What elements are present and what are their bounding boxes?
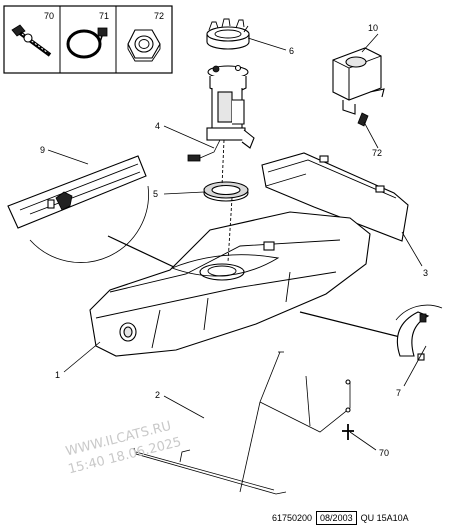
detail-magnifier-right <box>395 304 443 361</box>
callout-70: 70 <box>379 448 389 458</box>
footer-reference: 61750200 08/2003 QU 15A10A <box>272 510 409 526</box>
tank-strap <box>133 351 351 495</box>
callout-2: 2 <box>155 390 160 400</box>
leader-lines <box>47 33 427 451</box>
filler-neck-assembly <box>332 47 385 127</box>
callout-1: 1 <box>55 370 60 380</box>
hex-nut-icon <box>127 29 161 62</box>
lock-ring <box>206 18 250 50</box>
callout-6: 6 <box>289 46 294 56</box>
footer-date: 08/2003 <box>316 511 357 525</box>
detail-magnifier-left <box>6 150 211 285</box>
callout-4: 4 <box>155 121 160 131</box>
legend-label-72: 72 <box>154 11 164 21</box>
hose-clamp-icon <box>66 27 108 59</box>
watermark: WWW.ILCATS.RU 15:40 18.06.2025 <box>64 419 183 478</box>
legend-label-71: 71 <box>99 11 109 21</box>
footer-ref: QU 15A10A <box>360 513 409 523</box>
callout-3: 3 <box>423 268 428 278</box>
callout-5: 5 <box>153 189 158 199</box>
callout-7: 7 <box>396 388 401 398</box>
callout-10: 10 <box>368 23 378 33</box>
legend-box: 70 71 72 <box>3 5 173 74</box>
footer-code: 61750200 <box>272 513 313 523</box>
heat-shield <box>261 152 409 242</box>
fuel-pump-sender-unit <box>187 64 255 162</box>
callout-72: 72 <box>372 148 382 158</box>
fuel-tank <box>89 139 405 357</box>
bolt-marker <box>342 424 354 440</box>
bolt-icon <box>11 24 52 57</box>
legend-label-70: 70 <box>44 11 54 21</box>
callout-9: 9 <box>40 145 45 155</box>
seal-ring <box>203 181 249 202</box>
